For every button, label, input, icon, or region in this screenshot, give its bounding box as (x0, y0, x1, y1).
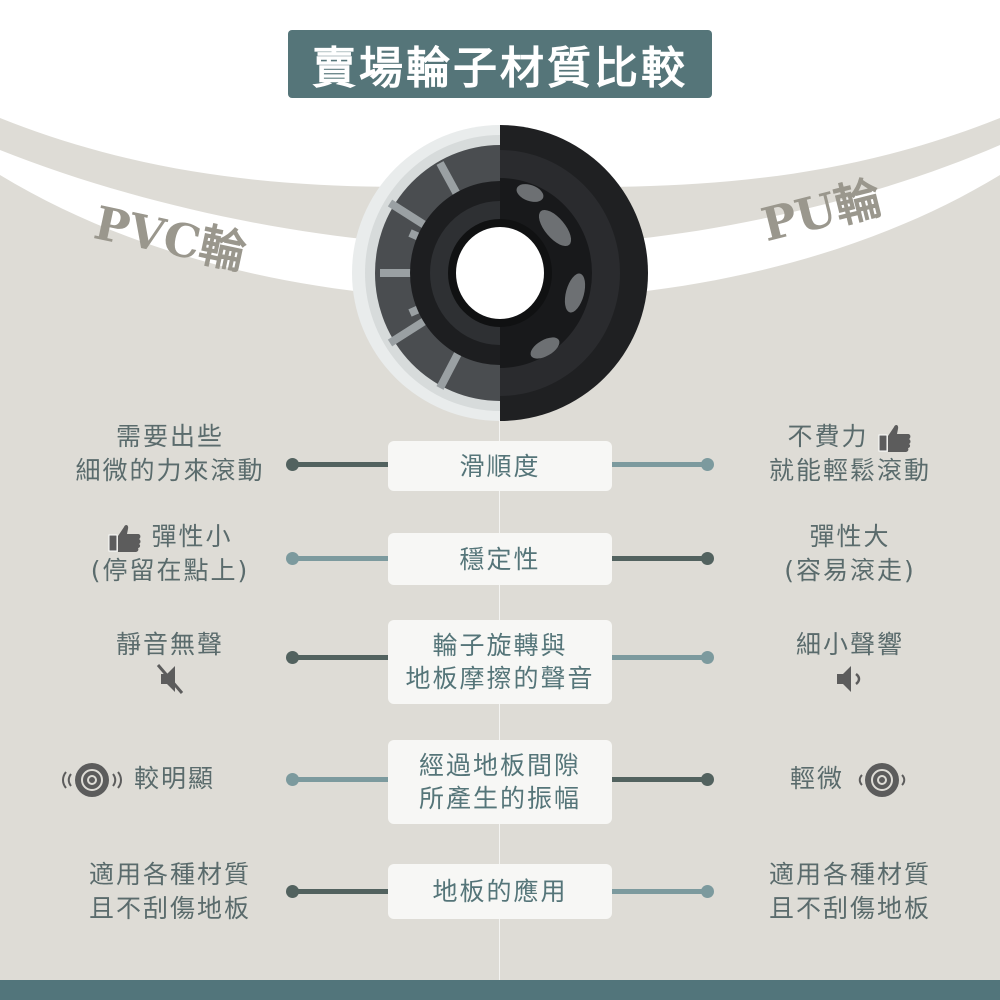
pvc-noise-text: 靜音無聲 (60, 628, 280, 696)
thumbs-up-icon (108, 524, 141, 552)
left-connector (286, 773, 388, 786)
thumbs-up-icon (878, 424, 911, 452)
right-connector (612, 651, 714, 664)
title-banner: 賣場輪子材質比較 (288, 30, 712, 98)
pu-noise-text: 細小聲響 (740, 628, 960, 696)
vibrating-wheel-icon (858, 763, 906, 797)
pvc-smoothness-text: 需要出些 細微的力來滾動 (75, 422, 265, 485)
left-connector (286, 885, 388, 898)
vibrating-wheel-icon (62, 763, 122, 797)
pu-vibration-text: 輕微 (790, 760, 970, 800)
wheel-hub-hole (456, 227, 544, 319)
right-connector (612, 552, 714, 565)
pvc-floor-text: 適用各種材質 且不刮傷地板 (88, 860, 251, 923)
right-connector (612, 885, 714, 898)
pu-floor-text: 適用各種材質 且不刮傷地板 (768, 860, 931, 923)
page-title: 賣場輪子材質比較 (312, 43, 688, 94)
wheel-comparison-image (352, 125, 648, 421)
criterion-rotation-noise: 輪子旋轉與 地板摩擦的聲音 (388, 620, 612, 704)
pu-stability-text: 彈性大 (容易滾走) (784, 522, 916, 585)
pu-wheel-half (500, 125, 648, 421)
criterion-smoothness: 滑順度 (388, 441, 612, 491)
criterion-stability: 穩定性 (388, 533, 612, 585)
criterion-floor-gap-vibration: 經過地板間隙 所產生的振幅 (388, 740, 612, 824)
left-connector (286, 552, 388, 565)
left-connector (286, 651, 388, 664)
speaker-muted-icon (156, 664, 184, 694)
right-connector (612, 773, 714, 786)
left-connector (286, 458, 388, 471)
pvc-vibration-text: 較明顯 (60, 760, 280, 800)
pu-smoothness-text: 不費力 就能輕鬆滾動 (768, 422, 931, 485)
footer-bar (0, 980, 1000, 1000)
speaker-low-icon (837, 666, 861, 692)
pvc-stability-text: 彈性小 (停留在點上) (90, 522, 250, 585)
criterion-floor-application: 地板的應用 (388, 864, 612, 919)
right-connector (612, 458, 714, 471)
